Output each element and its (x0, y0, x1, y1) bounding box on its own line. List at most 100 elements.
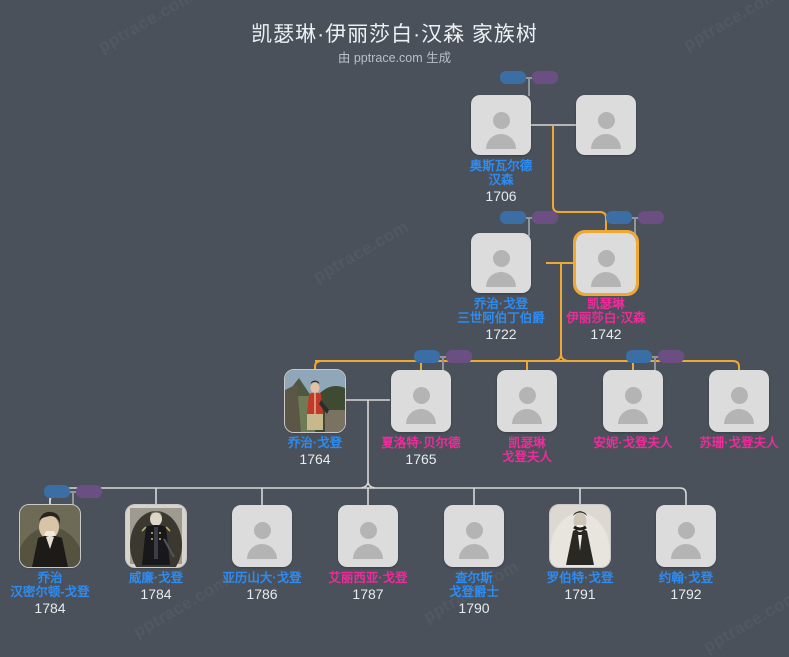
person-placeholder-icon (486, 272, 516, 287)
person-name-line: 奥斯瓦尔德 (469, 159, 533, 173)
person-name-line: 威廉·戈登 (128, 571, 184, 585)
person-card[interactable] (338, 505, 398, 567)
male-pill-icon (44, 485, 70, 498)
person-placeholder-icon (359, 522, 377, 539)
person-node-focal[interactable]: 凯瑟琳 伊丽莎白·汉森 1742 (566, 230, 646, 342)
male-pill-icon (606, 211, 632, 224)
person-name-line: 约翰·戈登 (658, 571, 714, 585)
person-node[interactable]: 罗伯特·戈登 1791 (547, 504, 613, 602)
person-year: 1784 (140, 586, 172, 602)
person-name: 安妮·戈登夫人 (573, 436, 693, 450)
person-card[interactable] (709, 370, 769, 432)
person-name-line: 凯瑟琳 (508, 436, 546, 450)
person-name-line: 安妮·戈登夫人 (593, 436, 673, 450)
person-name-line: 乔治·戈登 (287, 436, 343, 450)
person-name-line: 苏珊·戈登夫人 (699, 436, 779, 450)
person-node[interactable]: 乔治 汉密尔顿-戈登 1784 (10, 504, 90, 616)
pill-stem (634, 217, 636, 236)
person-year: 1765 (405, 451, 437, 467)
person-placeholder-icon (512, 409, 542, 424)
male-pill-icon (626, 350, 652, 363)
female-pill-icon (658, 350, 684, 363)
person-node[interactable]: 夏洛特·贝尔德 1765 (381, 370, 461, 467)
person-year: 1791 (564, 586, 596, 602)
legend-pills-gen2-right (606, 211, 666, 237)
legend-pills-gen3-right (626, 350, 686, 376)
pill-stem (442, 356, 444, 375)
person-node[interactable]: 乔治·戈登 三世阿伯丁伯爵 1722 (457, 233, 545, 342)
female-pill-icon (638, 211, 664, 224)
person-year: 1790 (458, 600, 490, 616)
person-name-line: 乔治 (37, 571, 63, 585)
person-node[interactable]: 约翰·戈登 1792 (656, 505, 716, 602)
person-name-line: 夏洛特·贝尔德 (381, 436, 461, 450)
person-name: 亚历山大·戈登 (202, 571, 322, 585)
person-placeholder-icon (412, 387, 430, 404)
person-card[interactable] (284, 369, 346, 433)
person-placeholder-icon (518, 387, 536, 404)
male-pill-icon (414, 350, 440, 363)
person-node[interactable]: 安妮·戈登夫人 (593, 370, 673, 450)
person-card[interactable] (497, 370, 557, 432)
person-name-line: 凯瑟琳 (587, 297, 625, 311)
person-card[interactable] (471, 95, 531, 155)
person-year: 1764 (299, 451, 331, 467)
person-name-line: 戈登夫人 (501, 450, 552, 464)
pill-stem (654, 356, 656, 375)
page-subtitle: 由 pptrace.com 生成 (337, 51, 452, 65)
person-name: 艾丽西亚·戈登 (308, 571, 428, 585)
person-name: 凯瑟琳 伊丽莎白·汉森 (546, 297, 666, 325)
portrait-dark-coat (20, 505, 80, 567)
person-node[interactable]: 查尔斯 戈登爵士 1790 (444, 505, 504, 616)
person-placeholder-icon (597, 112, 615, 129)
person-node[interactable]: 苏珊·戈登夫人 (699, 370, 779, 450)
person-card[interactable] (576, 95, 636, 155)
person-node[interactable]: 乔治·戈登 1764 (284, 369, 346, 467)
person-card[interactable] (549, 504, 611, 568)
person-card[interactable] (125, 504, 187, 568)
person-placeholder-icon (730, 387, 748, 404)
person-placeholder-icon (465, 522, 483, 539)
person-node[interactable] (576, 95, 636, 155)
person-card[interactable] (391, 370, 451, 432)
person-card[interactable] (656, 505, 716, 567)
person-name: 罗伯特·戈登 (520, 571, 640, 585)
pill-stem (528, 77, 530, 96)
person-card[interactable] (603, 370, 663, 432)
person-node[interactable]: 艾丽西亚·戈登 1787 (328, 505, 408, 602)
person-year: 1792 (670, 586, 702, 602)
person-card[interactable] (471, 233, 531, 293)
person-name: 乔治·戈登 三世阿伯丁伯爵 (441, 297, 561, 325)
person-node[interactable]: 亚历山大·戈登 1786 (222, 505, 302, 602)
person-placeholder-icon (459, 544, 489, 559)
person-card[interactable] (19, 504, 81, 568)
person-node[interactable]: 凯瑟琳 戈登夫人 (497, 370, 557, 464)
portrait-red-coat (285, 370, 345, 432)
person-year: 1706 (485, 188, 517, 204)
person-placeholder-icon (618, 409, 648, 424)
female-pill-icon (446, 350, 472, 363)
person-placeholder-icon (677, 522, 695, 539)
person-placeholder-icon (624, 387, 642, 404)
person-name: 乔治 汉密尔顿-戈登 (0, 571, 110, 599)
person-placeholder-icon (492, 112, 510, 129)
person-card[interactable] (444, 505, 504, 567)
page-title: 凯瑟琳·伊丽莎白·汉森 家族树 (251, 23, 538, 46)
person-name-line: 三世阿伯丁伯爵 (457, 311, 545, 325)
person-year: 1742 (590, 326, 622, 342)
person-node[interactable]: 奥斯瓦尔德 汉森 1706 (470, 95, 532, 204)
person-card-highlighted[interactable] (573, 230, 639, 296)
person-placeholder-icon (492, 250, 510, 267)
person-name-line: 戈登爵士 (448, 585, 499, 599)
person-card[interactable] (232, 505, 292, 567)
person-year: 1786 (246, 586, 278, 602)
person-name: 威廉·戈登 (96, 571, 216, 585)
female-pill-icon (76, 485, 102, 498)
female-pill-icon (532, 211, 558, 224)
person-name-line: 亚历山大·戈登 (222, 571, 302, 585)
male-pill-icon (500, 71, 526, 84)
family-tree-canvas: pptrace.com pptrace.com pptrace.com pptr… (10, 23, 779, 616)
person-name-line: 汉密尔顿-戈登 (10, 585, 90, 599)
person-node[interactable]: 威廉·戈登 1784 (125, 504, 187, 602)
person-placeholder-icon (247, 544, 277, 559)
